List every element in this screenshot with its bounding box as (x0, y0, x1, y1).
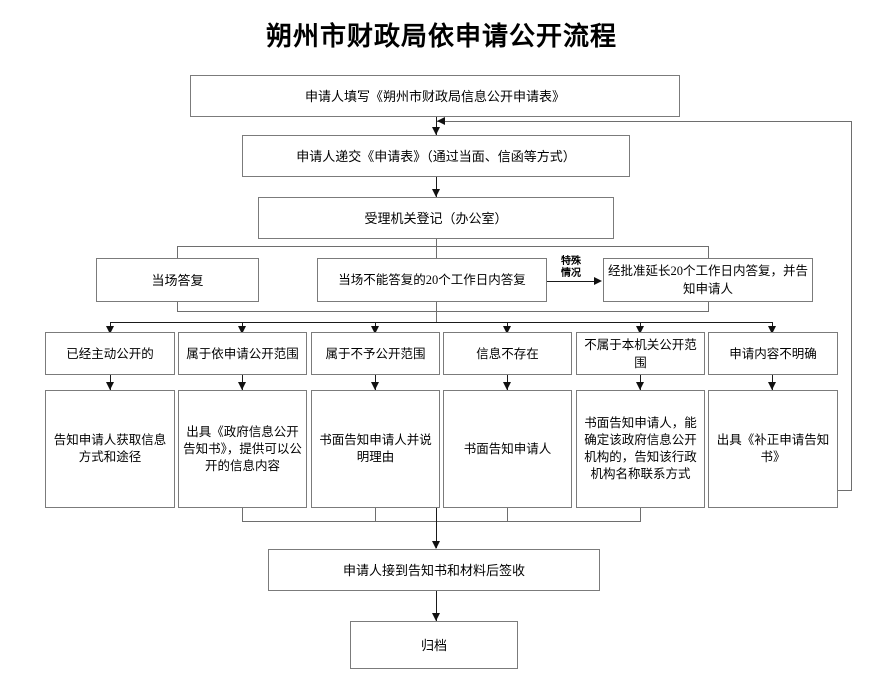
arrow-cat3-to-act3 (371, 382, 379, 390)
arrow-special-case (594, 277, 602, 285)
connector-special-case (547, 281, 595, 282)
distribution-bar-categories (110, 322, 772, 323)
connector-act3-down (375, 508, 376, 522)
connector-submit-to-register (436, 177, 437, 197)
connector-split-to-20days (436, 246, 437, 258)
node-answer-20days: 当场不能答复的20个工作日内答复 (317, 258, 547, 302)
node-answer-extended: 经批准延长20个工作日内答复，并告知申请人 (603, 258, 813, 302)
node-category-2: 属于依申请公开范围 (178, 332, 307, 375)
connector-act4-down (507, 508, 508, 522)
connector-receipt-to-archive (436, 591, 437, 621)
node-answer-onsite: 当场答复 (96, 258, 259, 302)
arrow-cat-2 (238, 326, 246, 334)
connector-onsite-down (177, 302, 178, 312)
arrow-fill-to-submit (432, 127, 440, 135)
arrow-feedback-loop (437, 117, 445, 125)
connector-act5-down (640, 508, 641, 522)
connector-register-stem (436, 239, 437, 247)
connector-merge-to-receipt (436, 508, 437, 548)
connector-fill-to-submit (436, 117, 437, 135)
node-category-3: 属于不予公开范围 (311, 332, 440, 375)
arrow-cat-4 (503, 326, 511, 334)
arrow-cat2-to-act2 (238, 382, 246, 390)
connector-split-to-onsite (177, 246, 178, 258)
node-register: 受理机关登记（办公室） (258, 197, 614, 239)
page-title: 朔州市财政局依申请公开流程 (265, 22, 617, 51)
node-category-4: 信息不存在 (443, 332, 572, 375)
arrow-receipt-to-archive (432, 613, 440, 621)
edge-label-special-case: 特殊情况 (551, 256, 591, 280)
arrow-merge-to-receipt (432, 541, 440, 549)
arrow-cat6-to-act6 (768, 382, 776, 390)
node-receipt: 申请人接到告知书和材料后签收 (268, 549, 600, 591)
split-bar-register (177, 246, 709, 247)
arrow-cat-3 (371, 326, 379, 334)
arrow-cat1-to-act1 (106, 382, 114, 390)
arrow-cat4-to-act4 (503, 382, 511, 390)
connector-split-to-extended (708, 246, 709, 258)
connector-act2-down (242, 508, 243, 522)
arrow-cat5-to-act5 (636, 382, 644, 390)
node-category-6: 申请内容不明确 (708, 332, 838, 375)
node-action-5: 书面告知申请人，能确定该政府信息公开机构的，告知该行政机构名称联系方式 (576, 390, 705, 508)
arrow-cat-5 (636, 326, 644, 334)
connector-20days-down (436, 302, 437, 322)
node-action-2: 出具《政府信息公开告知书》，提供可以公开的信息内容 (178, 390, 307, 508)
node-category-5: 不属于本机关公开范围 (576, 332, 705, 375)
feedback-loop-bottom (838, 490, 852, 491)
arrow-submit-to-register (432, 189, 440, 197)
arrow-cat-1 (106, 326, 114, 334)
node-archive: 归档 (350, 621, 518, 669)
node-action-4: 书面告知申请人 (443, 390, 572, 508)
node-action-3: 书面告知申请人并说明理由 (311, 390, 440, 508)
node-submit-form: 申请人递交《申请表》（通过当面、信函等方式） (242, 135, 630, 177)
merge-bar-actions (242, 521, 641, 522)
arrow-cat-6 (768, 326, 776, 334)
node-action-6: 出具《补正申请告知书》 (708, 390, 838, 508)
feedback-loop-vertical (851, 121, 852, 490)
node-category-1: 已经主动公开的 (45, 332, 175, 375)
node-fill-form: 申请人填写《朔州市财政局信息公开申请表》 (190, 75, 680, 117)
node-action-1: 告知申请人获取信息方式和途径 (45, 390, 175, 508)
connector-extended-down (708, 302, 709, 312)
merge-bar-answers (177, 311, 709, 312)
feedback-loop-top (437, 121, 851, 122)
